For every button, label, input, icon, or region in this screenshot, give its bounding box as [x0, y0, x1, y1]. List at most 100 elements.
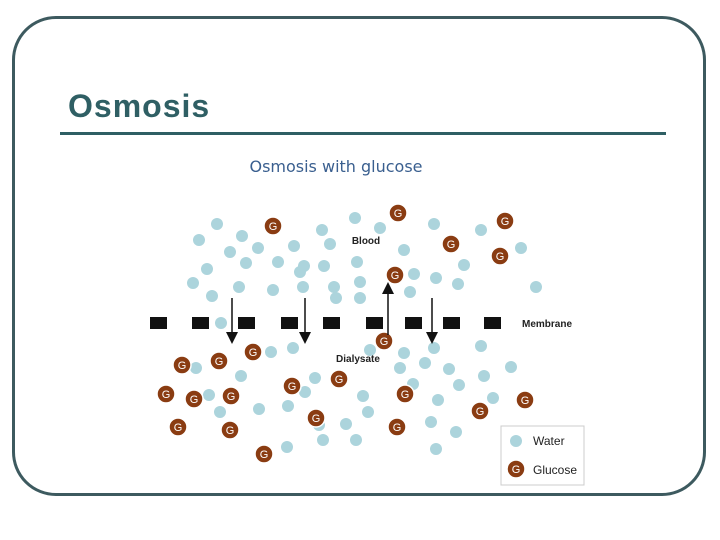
- water-molecule: [487, 392, 499, 404]
- svg-text:G: G: [226, 425, 235, 437]
- water-molecule: [505, 361, 517, 373]
- water-molecule: [350, 434, 362, 446]
- water-molecule: [265, 346, 277, 358]
- slide-frame: [12, 16, 706, 496]
- svg-text:G: G: [312, 413, 321, 425]
- flow-arrows: [226, 282, 438, 344]
- water-molecule: [309, 372, 321, 384]
- water-molecule: [297, 281, 309, 293]
- svg-text:G: G: [162, 389, 171, 401]
- glucose-molecule: G: [495, 211, 515, 231]
- glucose-molecule: G: [243, 342, 263, 362]
- water-molecule: [330, 292, 342, 304]
- svg-text:G: G: [394, 208, 403, 220]
- water-molecule: [328, 281, 340, 293]
- water-molecule: [193, 234, 205, 246]
- water-molecule: [430, 272, 442, 284]
- dialysate-label: Dialysate: [336, 354, 380, 365]
- glucose-molecule: G: [172, 355, 192, 375]
- water-molecule: [475, 340, 487, 352]
- water-molecule: [252, 242, 264, 254]
- glucose-molecule: G: [209, 351, 229, 371]
- water-molecule: [432, 394, 444, 406]
- svg-text:G: G: [215, 356, 224, 368]
- water-molecule: [324, 238, 336, 250]
- svg-text:G: G: [227, 391, 236, 403]
- svg-text:G: G: [249, 347, 258, 359]
- water-molecule: [354, 276, 366, 288]
- glucose-molecule: G: [156, 384, 176, 404]
- glucose-molecule: G: [374, 331, 394, 351]
- water-molecule: [215, 317, 227, 329]
- svg-text:G: G: [496, 251, 505, 263]
- glucose-molecule: G: [441, 234, 461, 254]
- water-molecule: [203, 389, 215, 401]
- water-molecule: [349, 212, 361, 224]
- water-molecule: [394, 362, 406, 374]
- water-molecule: [316, 224, 328, 236]
- water-molecule: [214, 406, 226, 418]
- water-molecule: [404, 286, 416, 298]
- water-molecule: [211, 218, 223, 230]
- legend-glucose-label: Glucose: [533, 463, 577, 477]
- svg-text:G: G: [288, 381, 297, 393]
- membrane-segment: [366, 317, 383, 329]
- water-molecule: [317, 434, 329, 446]
- glucose-molecule: G: [254, 444, 274, 464]
- svg-text:G: G: [335, 374, 344, 386]
- water-molecule: [267, 284, 279, 296]
- glucose-molecule: G: [387, 417, 407, 437]
- water-molecule: [201, 263, 213, 275]
- glucose-molecule: G: [385, 265, 405, 285]
- slide-title: Osmosis: [68, 88, 211, 124]
- water-molecule: [419, 357, 431, 369]
- water-molecule: [299, 386, 311, 398]
- water-molecule: [515, 242, 527, 254]
- water-molecule: [233, 281, 245, 293]
- water-molecule: [351, 256, 363, 268]
- water-molecule: [224, 246, 236, 258]
- water-molecule: [240, 257, 252, 269]
- membrane-segment: [405, 317, 422, 329]
- glucose-molecule: G: [490, 246, 510, 266]
- water-molecule: [452, 278, 464, 290]
- svg-text:G: G: [512, 464, 521, 476]
- water-molecule: [443, 363, 455, 375]
- water-molecule: [288, 240, 300, 252]
- membrane-segment: [323, 317, 340, 329]
- legend-water-swatch: [510, 435, 522, 447]
- water-molecule: [530, 281, 542, 293]
- water-molecule: [253, 403, 265, 415]
- glucose-molecule: G: [395, 384, 415, 404]
- membrane-segment: [443, 317, 460, 329]
- water-molecule: [398, 244, 410, 256]
- water-molecule: [364, 344, 376, 356]
- water-molecule: [340, 418, 352, 430]
- membrane: [150, 317, 501, 329]
- glucose-molecule: G: [388, 203, 408, 223]
- membrane-segment: [281, 317, 298, 329]
- membrane-segment: [150, 317, 167, 329]
- glucose-molecule: G: [306, 408, 326, 428]
- water-molecule: [357, 390, 369, 402]
- water-molecule: [430, 443, 442, 455]
- svg-text:G: G: [174, 422, 183, 434]
- water-molecule: [287, 342, 299, 354]
- water-molecule: [362, 406, 374, 418]
- water-molecule: [318, 260, 330, 272]
- svg-text:G: G: [391, 270, 400, 282]
- water-molecule: [206, 290, 218, 302]
- glucose-molecule: G: [168, 417, 188, 437]
- legend-water-label: Water: [533, 434, 565, 448]
- svg-text:G: G: [260, 449, 269, 461]
- membrane-segment: [238, 317, 255, 329]
- membrane-segment: [484, 317, 501, 329]
- title-rule: [60, 132, 666, 135]
- svg-text:G: G: [190, 394, 199, 406]
- glucose-molecule: G: [263, 216, 283, 236]
- glucose-molecule: G: [220, 420, 240, 440]
- water-molecule: [478, 370, 490, 382]
- water-molecule: [398, 347, 410, 359]
